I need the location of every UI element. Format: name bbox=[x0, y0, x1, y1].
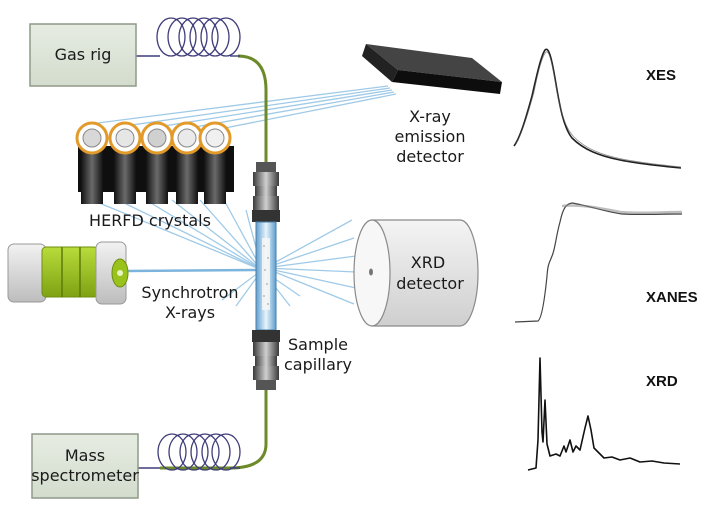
crystal-icon bbox=[108, 121, 142, 204]
coil-icon bbox=[157, 433, 241, 471]
sample-label-1: Sample bbox=[288, 335, 348, 354]
beam-rays bbox=[89, 85, 397, 307]
synchrotron-beam bbox=[125, 268, 263, 273]
sample-label-2: capillary bbox=[284, 355, 352, 374]
gas-rig-label: Gas rig bbox=[55, 45, 112, 64]
source-icon bbox=[7, 241, 129, 305]
cylinder-detector-icon bbox=[353, 219, 479, 327]
capillary-icon bbox=[252, 162, 280, 390]
xrd-detector-label-2: detector bbox=[396, 274, 464, 293]
mass-spectrometer-box: Mass spectrometer bbox=[31, 433, 139, 499]
xanes-spectrum bbox=[514, 202, 683, 323]
xanes-label: XANES bbox=[646, 289, 698, 306]
detector-plate-icon bbox=[362, 44, 502, 94]
herfd-crystals bbox=[75, 121, 234, 204]
crystal-icon bbox=[140, 121, 174, 204]
xray-detector-label-1: X-ray bbox=[409, 107, 451, 126]
xray-detector-label-3: detector bbox=[396, 147, 464, 166]
mass-spec-label-2: spectrometer bbox=[31, 466, 139, 485]
xrd-label: XRD bbox=[646, 373, 678, 390]
synchrotron-label-2: X-rays bbox=[165, 303, 215, 322]
coil-icon bbox=[156, 17, 241, 57]
herfd-label: HERFD crystals bbox=[89, 211, 211, 230]
synchrotron-label-1: Synchrotron bbox=[141, 283, 238, 302]
crystal-icon bbox=[198, 121, 232, 204]
crystal-icon bbox=[75, 121, 109, 204]
xes-spectrum bbox=[513, 48, 682, 169]
xrd-pattern bbox=[527, 357, 681, 471]
xray-detector-label-2: emission bbox=[395, 127, 466, 146]
xrd-detector-label-1: XRD bbox=[411, 253, 445, 272]
gas-rig-box: Gas rig bbox=[29, 23, 137, 87]
coil-wires bbox=[136, 55, 240, 469]
mass-spec-label-1: Mass bbox=[65, 446, 105, 465]
crystal-icon bbox=[170, 121, 204, 204]
xes-label: XES bbox=[646, 67, 676, 84]
